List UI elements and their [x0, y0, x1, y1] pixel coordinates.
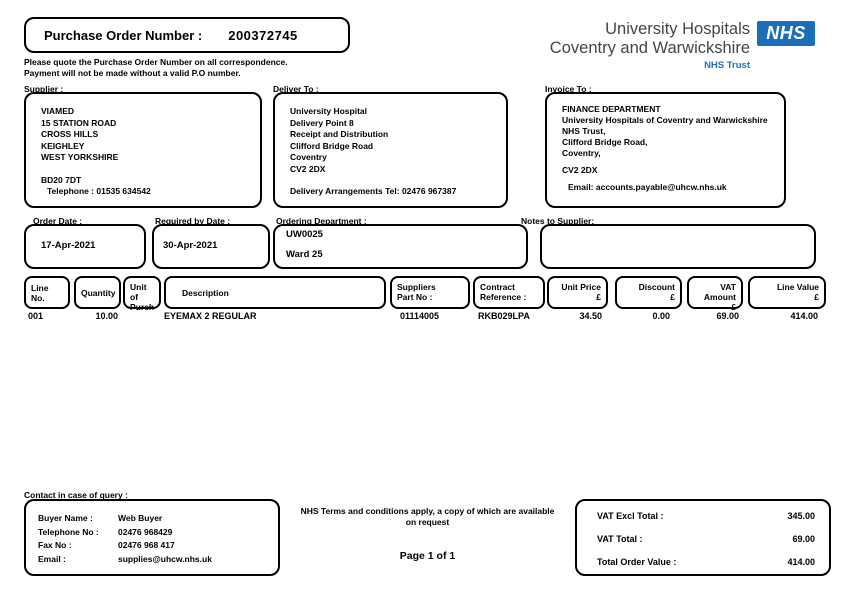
cell-vat-amount: 69.00: [716, 311, 739, 321]
deliver-to-box: University Hospital Delivery Point 8 Rec…: [273, 92, 508, 208]
deliver-to-label: Deliver To :: [273, 84, 319, 94]
nhs-trust-label: NHS Trust: [704, 60, 750, 71]
invoice-line: NHS Trust,: [562, 126, 606, 136]
supplier-line: KEIGHLEY: [41, 140, 85, 151]
ordering-department-name: Ward 25: [286, 249, 323, 260]
invoice-to-box: FINANCE DEPARTMENT University Hospitals …: [545, 92, 786, 208]
order-date-value: 17-Apr-2021: [41, 240, 96, 251]
col-header-unit-price: Unit Price£: [547, 276, 608, 309]
vat-excl-total-label: VAT Excl Total :: [597, 511, 664, 521]
contact-label: Contact in case of query :: [24, 490, 128, 500]
po-number-value: 200372745: [228, 27, 298, 43]
order-date-label: Order Date :: [33, 216, 83, 226]
totals-row: VAT Total : 69.00: [597, 534, 815, 557]
cell-description: EYEMAX 2 REGULAR: [164, 311, 257, 321]
deliver-line: Clifford Bridge Road: [290, 140, 374, 151]
invoice-line: University Hospitals of Coventry and War…: [562, 115, 768, 125]
supplier-label: Supplier :: [24, 84, 64, 94]
cell-contract-reference: RKB029LPA: [478, 311, 530, 321]
deliver-line: Coventry: [290, 152, 327, 162]
nhs-logo-icon: NHS: [757, 21, 815, 46]
contact-telephone-label: Telephone No :: [38, 526, 99, 537]
ordering-department-box: [273, 224, 528, 269]
terms-text: NHS Terms and conditions apply, a copy o…: [300, 506, 555, 527]
col-header-discount: Discount£: [615, 276, 682, 309]
required-by-value: 30-Apr-2021: [163, 240, 218, 251]
notes-to-supplier-box: [540, 224, 816, 269]
deliver-line: Delivery Point 8: [290, 117, 354, 128]
po-note-line1: Please quote the Purchase Order Number o…: [24, 57, 288, 67]
contact-email-label: Email :: [38, 553, 66, 564]
vat-excl-total-value: 345.00: [787, 511, 815, 521]
supplier-line: CROSS HILLS: [41, 129, 99, 139]
cell-line-no: 001: [28, 311, 44, 321]
invoice-line: Clifford Bridge Road,: [562, 137, 648, 147]
deliver-line: University Hospital: [290, 106, 367, 116]
order-date-box: [24, 224, 146, 269]
required-by-label: Required by Date :: [155, 216, 231, 226]
supplier-box: VIAMED 15 STATION ROAD CROSS HILLS KEIGH…: [24, 92, 262, 208]
ordering-department-code: UW0025: [286, 229, 323, 240]
trust-name-line2: Coventry and Warwickshire: [549, 38, 750, 57]
buyer-name-label: Buyer Name :: [38, 513, 93, 523]
totals-row: VAT Excl Total : 345.00: [597, 511, 815, 534]
contact-fax-label: Fax No :: [38, 540, 72, 550]
po-number-label: Purchase Order Number :: [44, 27, 203, 43]
contact-row: Email : supplies@uhcw.nhs.uk: [38, 553, 270, 567]
trust-name: University Hospitals Coventry and Warwic…: [550, 20, 750, 57]
totals-box: VAT Excl Total : 345.00 VAT Total : 69.0…: [575, 499, 831, 576]
invoice-line: Coventry,: [562, 148, 601, 158]
supplier-postcode: BD20 7DT: [41, 174, 82, 185]
po-number-box: Purchase Order Number : 200372745: [24, 17, 350, 53]
col-header-line-no: Line No.: [24, 276, 70, 309]
cell-unit-price: 34.50: [579, 311, 602, 321]
invoice-to-label: Invoice To :: [545, 84, 592, 94]
cell-suppliers-part-no: 01114005: [400, 311, 440, 321]
required-by-box: [152, 224, 270, 269]
vat-total-label: VAT Total :: [597, 534, 643, 544]
col-header-vat-amount: VAT Amount£: [687, 276, 743, 312]
notes-to-supplier-label: Notes to Supplier:: [521, 216, 595, 226]
col-header-line-value: Line Value£: [748, 276, 826, 309]
total-order-value-label: Total Order Value :: [597, 557, 677, 567]
cell-discount: 0.00: [652, 311, 670, 321]
contact-telephone-value: 02476 968429: [118, 526, 173, 537]
invoice-line: FINANCE DEPARTMENT: [562, 104, 661, 114]
col-header-quantity: Quantity: [74, 276, 121, 309]
po-note-line2: Payment will not be made without a valid…: [24, 67, 241, 78]
invoice-postcode: CV2 2DX: [562, 165, 598, 175]
col-header-description: Description: [164, 276, 386, 309]
page-number: Page 1 of 1: [399, 550, 456, 562]
nhs-logo-text: NHS: [766, 23, 806, 43]
delivery-arrangements: Delivery Arrangements Tel: 02476 967387: [290, 186, 457, 196]
ordering-department-label: Ordering Department :: [276, 216, 367, 226]
supplier-telephone: Telephone : 01535 634542: [47, 186, 151, 196]
deliver-postcode: CV2 2DX: [290, 163, 326, 174]
invoice-email: Email: accounts.payable@uhcw.nhs.uk: [568, 182, 727, 192]
contact-fax-value: 02476 968 417: [118, 540, 175, 550]
contact-row: Telephone No : 02476 968429: [38, 526, 270, 540]
supplier-line: VIAMED: [41, 106, 75, 116]
cell-quantity: 10.00: [95, 311, 118, 321]
po-notes: Please quote the Purchase Order Number o…: [24, 57, 288, 78]
supplier-line: 15 STATION ROAD: [41, 117, 117, 128]
contact-row: Fax No : 02476 968 417: [38, 539, 270, 553]
contact-box: Buyer Name : Web Buyer Telephone No : 02…: [24, 499, 280, 576]
contact-email-value: supplies@uhcw.nhs.uk: [118, 553, 212, 564]
total-order-value-value: 414.00: [787, 557, 815, 567]
trust-name-line1: University Hospitals: [605, 20, 750, 38]
contact-row: Buyer Name : Web Buyer: [38, 512, 270, 526]
vat-total-value: 69.00: [792, 534, 815, 544]
totals-row: Total Order Value : 414.00: [597, 557, 815, 580]
deliver-line: Receipt and Distribution: [290, 129, 389, 139]
supplier-line: WEST YORKSHIRE: [41, 152, 119, 162]
buyer-name-value: Web Buyer: [118, 513, 163, 523]
cell-line-value: 414.00: [790, 311, 818, 321]
